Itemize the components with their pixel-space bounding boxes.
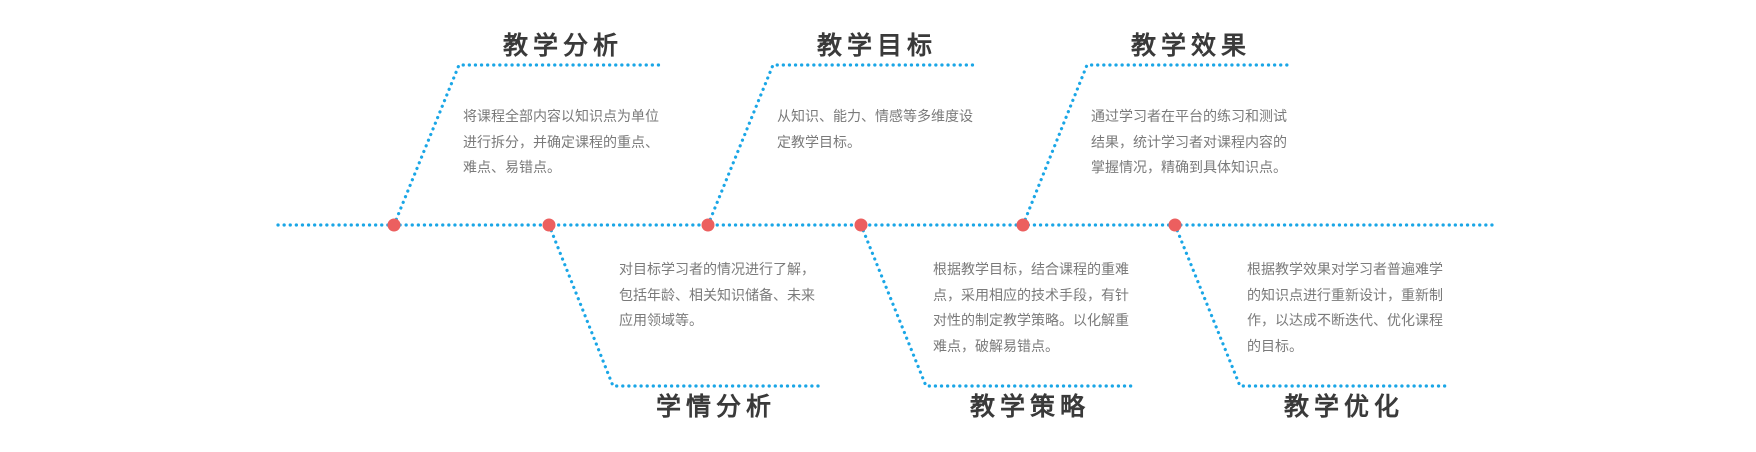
stage-title-6: 教学优化 — [1284, 392, 1405, 421]
node-3 — [701, 218, 715, 232]
stage-text-5: 通过学习者在平台的练习和测试结果，统计学习者对课程内容的掌握情况，精确到具体知识… — [1091, 109, 1287, 176]
stage-title-3: 教学目标 — [817, 31, 938, 60]
stage-title-5: 教学效果 — [1131, 31, 1252, 60]
node-4 — [854, 218, 868, 232]
stage-title-2: 学情分析 — [656, 392, 777, 421]
stage-text-1: 将课程全部内容以知识点为单位进行拆分，并确定课程的重点、难点、易错点。 — [463, 109, 659, 176]
branch-line-2 — [547, 223, 822, 388]
node-2 — [542, 218, 556, 232]
stage-title-4: 教学策略 — [970, 392, 1091, 421]
branch-line-4 — [859, 223, 1135, 388]
stage-text-4: 根据教学目标，结合课程的重难点，采用相应的技术手段，有针对性的制定教学策略。以化… — [933, 262, 1129, 355]
stage-text-2: 对目标学习者的情况进行了解，包括年龄、相关知识储备、未来应用领域等。 — [619, 262, 815, 329]
node-1 — [387, 218, 401, 232]
node-6 — [1168, 218, 1182, 232]
stage-text-3: 从知识、能力、情感等多维度设定教学目标。 — [777, 109, 973, 151]
stage-title-1: 教学分析 — [503, 31, 624, 60]
branch-line-5 — [1021, 63, 1294, 227]
branch-line-6 — [1173, 223, 1450, 388]
node-5 — [1016, 218, 1030, 232]
stage-text-6: 根据教学效果对学习者普遍难学的知识点进行重新设计，重新制作，以达成不断迭代、优化… — [1247, 262, 1443, 355]
